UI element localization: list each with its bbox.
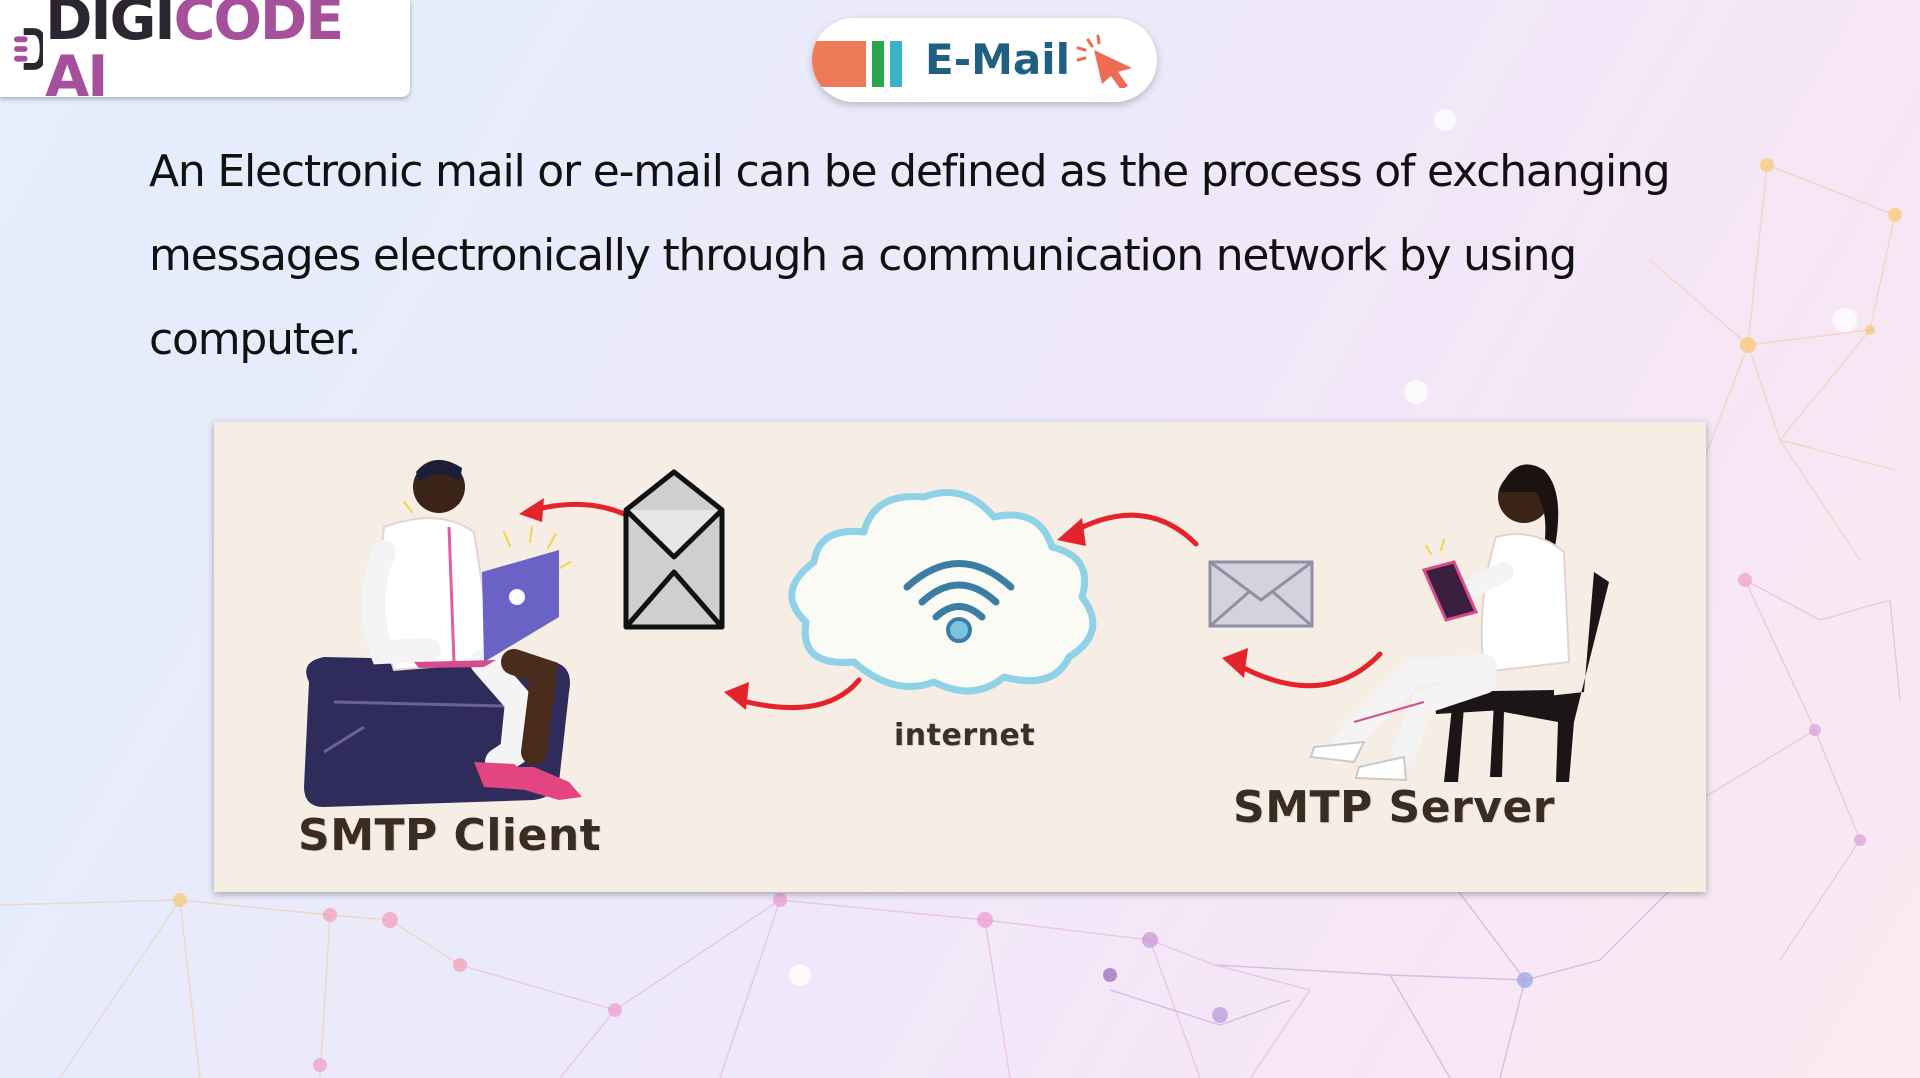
logo-speed-icon — [14, 27, 44, 70]
open-envelope-icon — [623, 469, 725, 630]
brand-logo[interactable]: DIGICODE AI — [0, 0, 410, 105]
cloud-wifi-icon — [788, 489, 1097, 695]
red-arrow-icon — [1066, 512, 1199, 547]
red-arrow-icon — [1233, 651, 1383, 689]
red-arrow-icon — [736, 677, 862, 711]
logo-part-dark: DIGI — [45, 0, 176, 53]
smtp-client-label: SMTP Client — [298, 810, 602, 861]
person-with-laptop-icon — [304, 459, 582, 807]
logo-part-purple: CODE AI — [45, 0, 344, 110]
person-with-tablet-icon — [1309, 464, 1609, 782]
color-bars-icon — [812, 41, 902, 87]
closed-envelope-icon — [1208, 560, 1314, 628]
smtp-diagram: SMTP Client internet SMTP Server — [214, 422, 1706, 892]
logo-wordmark: DIGICODE AI — [45, 0, 410, 106]
smtp-diagram-art — [304, 459, 1609, 807]
internet-label: internet — [894, 718, 1036, 753]
cursor-click-icon — [1076, 34, 1132, 88]
slide-title: E-Mail — [925, 35, 1071, 84]
email-definition-text: An Electronic mail or e-mail can be defi… — [149, 146, 1671, 365]
smtp-server-label: SMTP Server — [1233, 782, 1556, 833]
slide-title-pill: E-Mail — [812, 18, 1157, 102]
